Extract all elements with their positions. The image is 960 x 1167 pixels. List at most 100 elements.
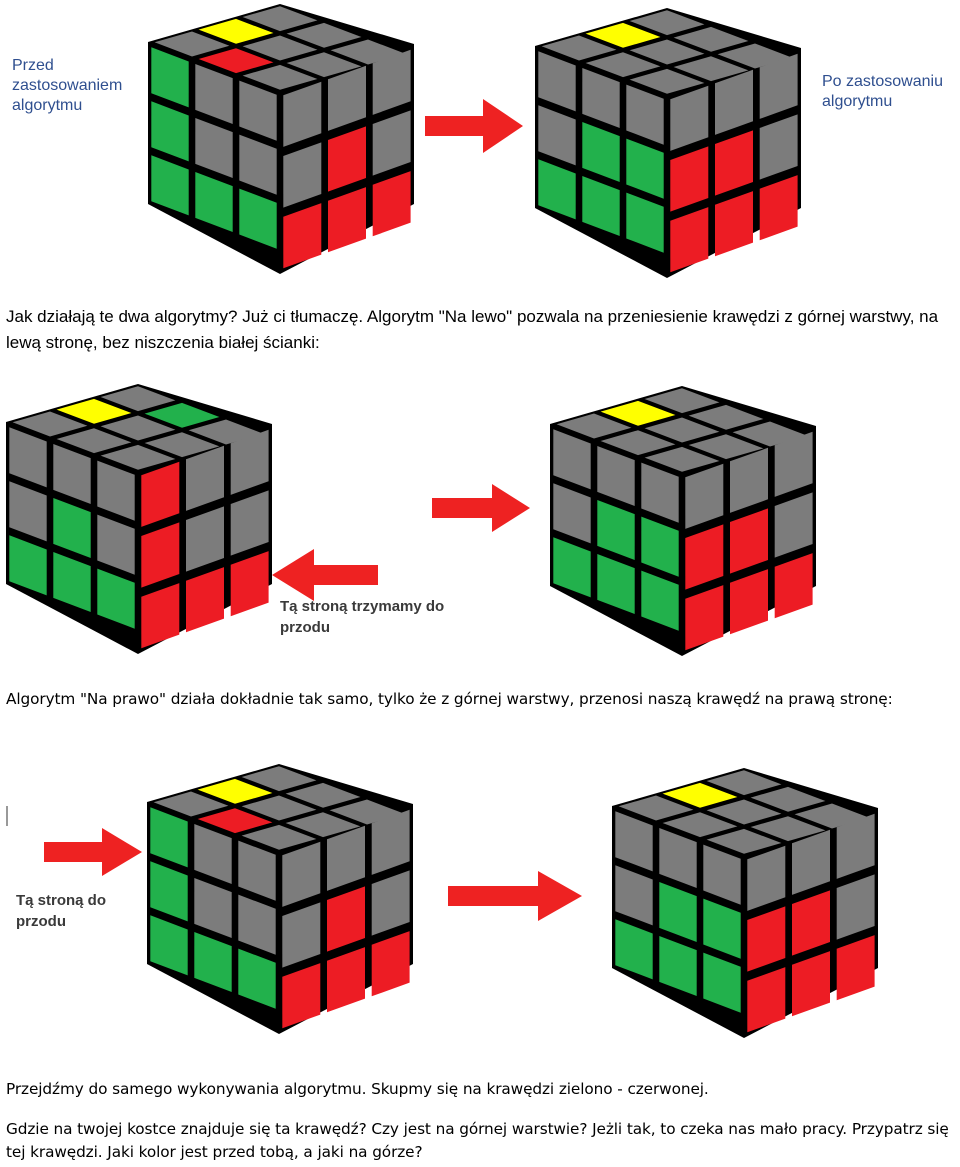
right-facelet: [371, 931, 410, 997]
cube-svg: [612, 768, 878, 1038]
left-facelet: [150, 915, 188, 976]
cube-before-right-algorithm: [147, 764, 417, 1039]
top-facelet: [794, 803, 870, 829]
cube-before-left-algorithm: [148, 4, 418, 279]
top-facelet: [585, 22, 661, 48]
arrow-right-icon: [432, 482, 532, 534]
left-facelet: [597, 500, 635, 560]
left-facelet: [538, 51, 576, 112]
top-facelet: [285, 812, 361, 838]
cube-left-algorithm-start: [6, 384, 276, 659]
top-facelet: [662, 782, 738, 808]
top-facelet: [541, 35, 617, 61]
top-facelet: [629, 10, 705, 36]
cube-after-left-algorithm: [535, 8, 805, 283]
arrow-right-icon: [44, 826, 144, 878]
right-facelet: [747, 967, 786, 1033]
right-facelet: [747, 906, 786, 972]
right-facelet: [186, 445, 224, 511]
left-facelet: [97, 568, 135, 629]
left-facelet: [238, 894, 276, 955]
left-facelet: [641, 516, 679, 577]
top-facelet: [644, 388, 720, 414]
right-facelet: [747, 845, 786, 911]
top-facelet: [629, 68, 705, 94]
top-facelet: [198, 48, 274, 74]
left-facelet: [194, 878, 232, 938]
right-facelet: [792, 951, 830, 1017]
top-facelet: [286, 22, 362, 48]
left-facelet: [597, 446, 635, 506]
left-facelet: [626, 138, 664, 199]
left-facelet: [659, 936, 697, 996]
top-facelet: [188, 419, 264, 445]
right-facelet: [283, 142, 322, 208]
left-facelet: [195, 64, 233, 124]
top-facelet: [585, 52, 661, 78]
top-facelet: [688, 404, 764, 430]
top-facelet: [100, 415, 176, 441]
cube-svg: [147, 764, 413, 1034]
top-facelet: [144, 402, 220, 428]
after-algorithm-label: Po zastosowaniu algorytmu: [822, 73, 943, 110]
top-facelet: [644, 446, 720, 472]
top-facelet: [198, 18, 274, 44]
cube-svg: [6, 384, 272, 654]
left-facelet: [538, 105, 576, 166]
right-facelet: [328, 187, 366, 253]
top-facelet: [662, 812, 738, 838]
left-facelet: [553, 429, 591, 490]
right-facelet: [685, 524, 724, 590]
right-facelet: [141, 522, 180, 588]
hold-this-side-label: Tą stroną trzymamy do przodu: [280, 598, 445, 636]
right-facelet: [774, 553, 813, 619]
right-facelet: [327, 886, 365, 952]
right-facelet: [792, 890, 830, 956]
top-facelet: [56, 428, 132, 454]
left-facelet: [195, 172, 233, 232]
left-facelet: [582, 122, 620, 182]
right-facelet: [186, 567, 224, 633]
right-facelet: [372, 49, 411, 115]
left-facelet: [151, 47, 189, 108]
before-algorithm-label: Przed zastosowaniem algorytmu: [12, 57, 123, 114]
left-facelet: [626, 192, 664, 253]
right-facelet: [759, 114, 798, 180]
top-facelet: [241, 824, 317, 850]
top-facelet: [673, 56, 749, 82]
top-facelet: [241, 766, 317, 792]
left-facelet: [659, 882, 697, 942]
left-facelet: [538, 159, 576, 220]
left-facelet: [53, 498, 91, 558]
top-facelet: [644, 417, 720, 443]
left-facelet: [97, 514, 135, 575]
right-facelet: [730, 508, 768, 574]
right-facelet: [328, 65, 366, 131]
paragraph-edge-question: Gdzie na twojej kostce znajduje się ta k…: [6, 1120, 949, 1161]
top-facelet: [285, 782, 361, 808]
right-facelet: [730, 447, 768, 513]
right-facelet: [792, 829, 830, 895]
left-facelet: [150, 861, 188, 922]
left-facelet: [150, 807, 188, 868]
left-facelet: [703, 952, 741, 1013]
cube-svg: [148, 4, 414, 274]
left-facelet: [582, 68, 620, 128]
top-facelet: [706, 799, 782, 825]
paragraph-edge-focus: Przejdźmy do samego wykonywania algorytm…: [6, 1080, 709, 1098]
left-facelet: [553, 537, 591, 598]
left-facelet: [97, 460, 135, 521]
right-facelet: [282, 902, 321, 968]
left-facelet: [194, 932, 232, 992]
top-facelet: [144, 432, 220, 458]
top-facelet: [600, 430, 676, 456]
paragraph-left-algorithm-intro: Jak działają te dwa algorytmy? Już ci tł…: [6, 307, 939, 352]
right-facelet: [670, 207, 709, 273]
right-facelet: [372, 110, 411, 176]
top-facelet: [717, 43, 793, 69]
right-facelet: [759, 53, 798, 119]
left-facelet: [597, 554, 635, 614]
hold-this-side-label: Tą stroną do przodu: [16, 892, 107, 930]
left-facelet: [703, 844, 741, 905]
cube-svg: [550, 386, 816, 656]
